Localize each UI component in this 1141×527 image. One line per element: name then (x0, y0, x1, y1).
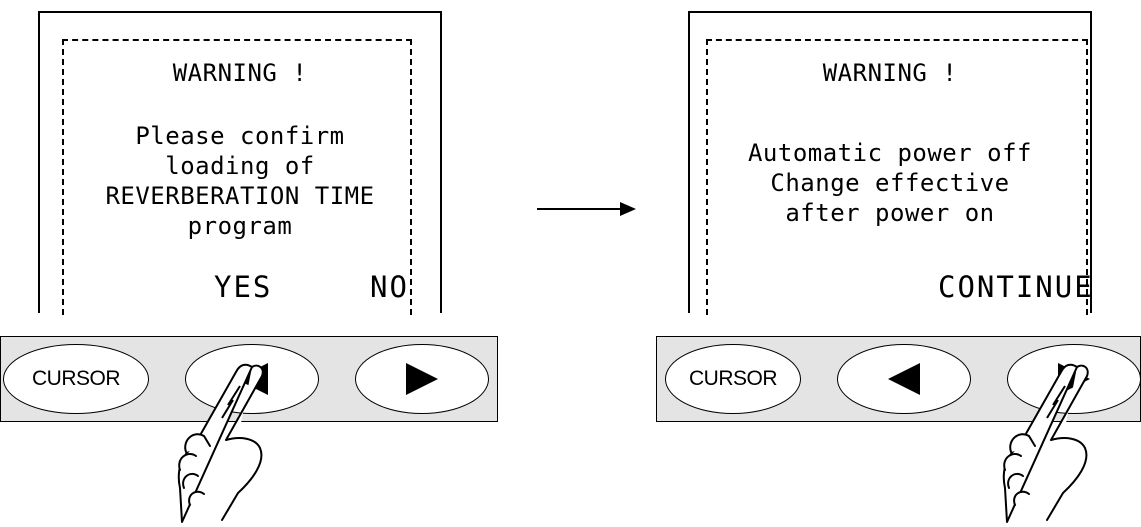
message-line: Please confirm (135, 122, 345, 150)
cursor-button[interactable]: CURSOR (3, 344, 149, 414)
left-arrow-button[interactable] (185, 344, 319, 414)
cursor-label: CURSOR (31, 367, 121, 390)
warning-title: WARNING ! (822, 59, 958, 87)
softkey-no[interactable]: NO (370, 270, 409, 304)
left-triangle-icon (236, 363, 268, 395)
display-screen-right: WARNING ! Automatic power off Change eff… (688, 11, 1094, 315)
right-arrow-button[interactable] (1007, 344, 1141, 414)
display-screen-left: WARNING ! Please confirm loading of REVE… (38, 11, 442, 315)
message-line: loading of (165, 152, 315, 180)
warning-title: WARNING ! (172, 59, 308, 87)
left-triangle-icon (888, 363, 920, 395)
keypad-left: CURSOR (0, 336, 498, 422)
cursor-label: CURSOR (688, 367, 778, 390)
message-line: REVERBERATION TIME (105, 182, 375, 210)
softkey-continue[interactable]: CONTINUE (938, 270, 1094, 304)
message-line: program (187, 212, 293, 240)
right-arrow-button[interactable] (355, 344, 489, 414)
left-arrow-button[interactable] (837, 344, 971, 414)
right-triangle-icon (1058, 363, 1090, 395)
cursor-button[interactable]: CURSOR (665, 344, 801, 414)
right-triangle-icon (406, 363, 438, 395)
softkey-yes[interactable]: YES (214, 270, 273, 304)
message-line: Change effective (770, 169, 1010, 197)
message-line: after power on (785, 199, 995, 227)
message-line: Automatic power off (747, 139, 1033, 167)
keypad-right: CURSOR (656, 336, 1141, 422)
